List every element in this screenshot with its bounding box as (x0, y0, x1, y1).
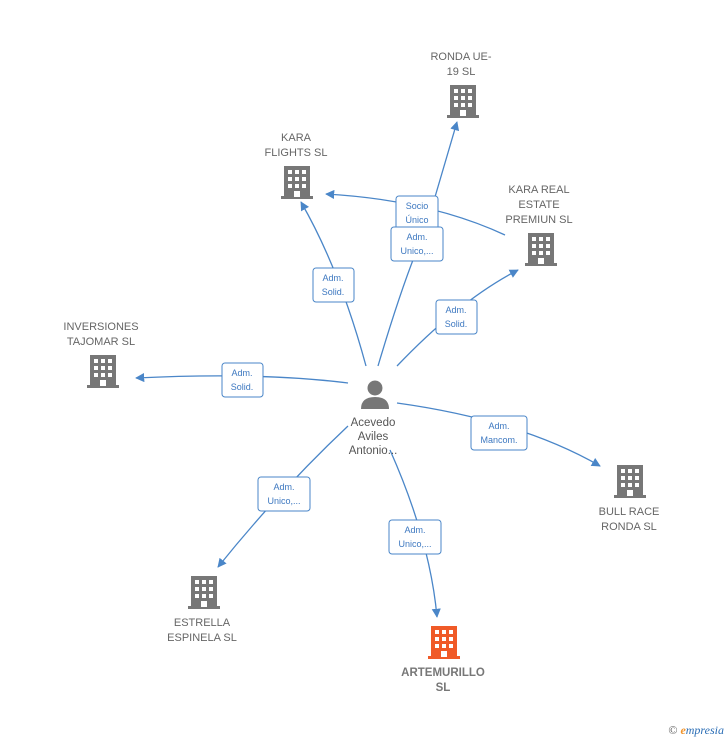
relation-label-inversiones[interactable]: Adm. Solid. (221, 362, 264, 398)
company-name-line: SL (436, 682, 451, 694)
building-icon (614, 465, 646, 498)
building-icon (447, 85, 479, 118)
person-icon (361, 380, 389, 409)
company-name-line: ARTEMURILLO (401, 667, 485, 679)
relation-text: Adm. (404, 525, 425, 535)
company-name-line: INVERSIONES (63, 321, 138, 333)
company-name-line: ESTRELLA (174, 617, 231, 629)
company-name-line: FLIGHTS SL (265, 147, 328, 159)
relation-text: Adm. (406, 232, 427, 242)
company-node-ronda-ue-19[interactable]: RONDA UE- 19 SL (430, 51, 492, 118)
relation-label-ronda-socio[interactable]: Socio Único (395, 195, 439, 231)
company-name-line: KARA REAL (508, 184, 569, 196)
company-name-line: PREMIUN SL (505, 214, 572, 226)
building-icon (188, 576, 220, 609)
relation-text: Socio (406, 201, 429, 211)
company-name-line: BULL RACE (599, 506, 660, 518)
relation-text: Adm. (273, 482, 294, 492)
building-icon-highlighted (428, 626, 460, 659)
relation-text: Único (405, 215, 428, 225)
building-icon (281, 166, 313, 199)
relation-text: Adm. (231, 368, 252, 378)
relation-text: Adm. (322, 273, 343, 283)
brand-logo: empresia (680, 723, 724, 737)
building-icon (87, 355, 119, 388)
company-name-line: RONDA UE- (430, 51, 491, 63)
company-name-line: ESPINELA SL (167, 632, 237, 644)
empresia-credit[interactable]: © empresia (668, 723, 724, 738)
company-node-kara-real-estate[interactable]: KARA REAL ESTATE PREMIUN SL (505, 184, 573, 266)
relation-label-ronda-adm[interactable]: Adm. Unico,... (390, 226, 444, 262)
relation-label-estrella[interactable]: Adm. Unico,... (257, 476, 311, 512)
company-name-line: KARA (281, 132, 312, 144)
relation-text: Solid. (231, 382, 254, 392)
company-node-artemurillo[interactable]: ARTEMURILLO SL (401, 626, 485, 694)
company-node-kara-flights[interactable]: KARA FLIGHTS SL (265, 132, 328, 199)
relation-text: Unico,... (267, 496, 300, 506)
relation-label-artemurillo[interactable]: Adm. Unico,... (388, 519, 442, 555)
relation-text: Adm. (488, 421, 509, 431)
relation-text: Unico,... (398, 539, 431, 549)
company-name-line: ESTATE (518, 199, 559, 211)
person-name-line: Acevedo (351, 417, 396, 429)
company-name-line: TAJOMAR SL (67, 336, 135, 348)
relation-text: Solid. (322, 287, 345, 297)
person-node[interactable]: Acevedo Aviles Antonio... (349, 380, 398, 458)
company-node-bull-race-ronda[interactable]: BULL RACE RONDA SL (599, 465, 660, 533)
relation-label-kara-flights[interactable]: Adm. Solid. (312, 267, 355, 303)
relation-text: Solid. (445, 319, 468, 329)
relation-label-bull-race[interactable]: Adm. Mancom. (470, 415, 528, 451)
company-node-inversiones-tajomar[interactable]: INVERSIONES TAJOMAR SL (63, 321, 139, 388)
person-name-line: Antonio... (349, 445, 398, 457)
person-name-line: Aviles (358, 431, 389, 443)
company-node-estrella-espinela[interactable]: ESTRELLA ESPINELA SL (167, 576, 237, 644)
copyright-icon: © (668, 723, 678, 737)
relation-label-kara-real[interactable]: Adm. Solid. (435, 299, 478, 335)
building-icon (525, 233, 557, 266)
company-name-line: RONDA SL (601, 521, 657, 533)
relation-text: Mancom. (480, 435, 517, 445)
relation-links (135, 121, 601, 618)
company-name-line: 19 SL (447, 66, 476, 78)
relation-text: Adm. (445, 305, 466, 315)
relation-text: Unico,... (400, 246, 433, 256)
